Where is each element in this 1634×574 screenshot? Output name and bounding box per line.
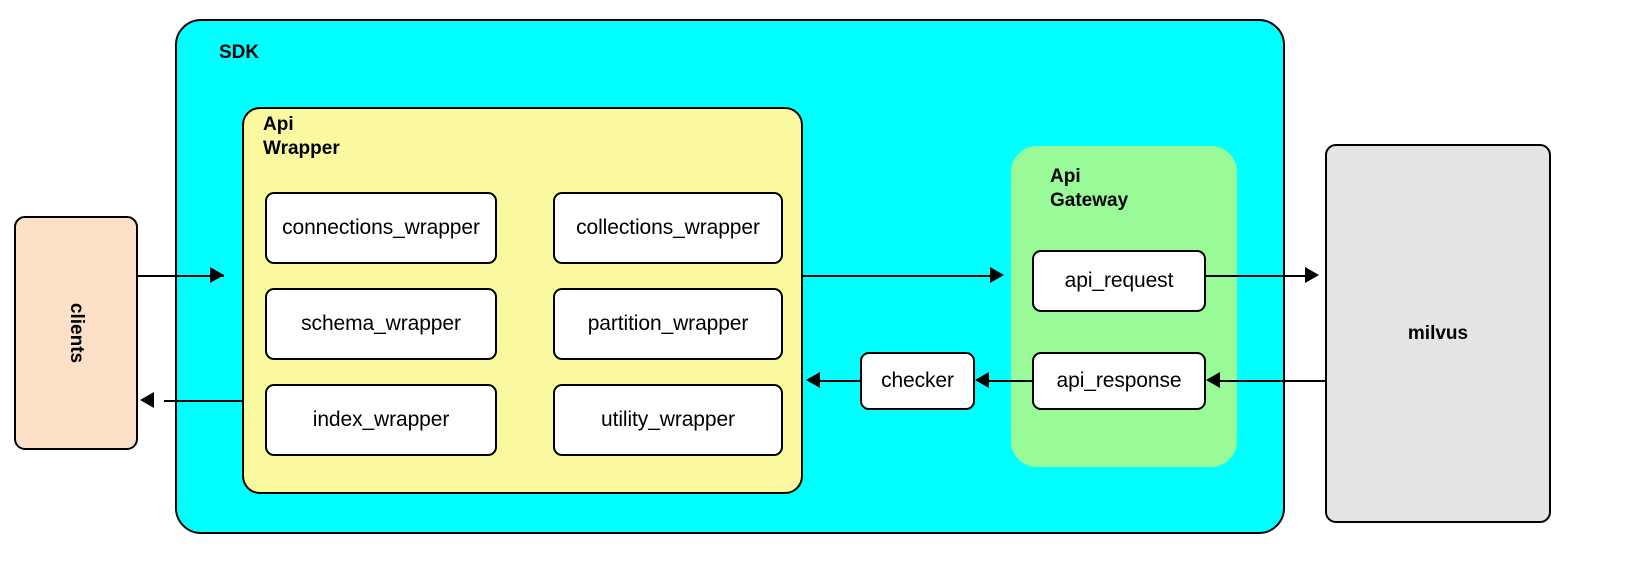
edge-wrapper-to-clients-arrowhead [140,392,154,408]
edge-response-to-checker-line [987,380,1032,382]
module-label: partition_wrapper [587,312,749,335]
edge-checker-to-wrapper-line [818,380,860,382]
api-request-label: api_request [1064,269,1174,292]
edge-milvus-to-response-line [1218,380,1325,382]
edge-clients-to-sdk-line [138,275,224,277]
module-label: connections_wrapper [282,216,480,239]
module-schema-wrapper[interactable]: schema_wrapper [265,288,497,360]
edge-clients-to-sdk-arrowhead [210,267,224,283]
module-connections-wrapper[interactable]: connections_wrapper [265,192,497,264]
api-response-label: api_response [1056,369,1182,392]
clients-label: clients [65,302,87,364]
edge-checker-to-wrapper-arrowhead [806,372,820,388]
edge-milvus-to-response-arrowhead [1206,372,1220,388]
milvus-label: milvus [1407,322,1469,344]
api-response-node[interactable]: api_response [1032,352,1206,410]
checker-label: checker [881,369,954,392]
api-request-node[interactable]: api_request [1032,250,1206,312]
edge-response-to-checker-arrowhead [975,372,989,388]
module-label: collections_wrapper [576,216,760,239]
module-collections-wrapper[interactable]: collections_wrapper [553,192,783,264]
checker-node[interactable]: checker [860,352,975,410]
edge-wrapper-to-gateway-arrowhead [990,267,1004,283]
edge-wrapper-to-gateway-line [802,275,998,277]
module-partition-wrapper[interactable]: partition_wrapper [553,288,783,360]
module-utility-wrapper[interactable]: utility_wrapper [553,384,783,456]
module-label: schema_wrapper [301,312,461,335]
milvus-node[interactable]: milvus [1325,144,1551,523]
module-index-wrapper[interactable]: index_wrapper [265,384,497,456]
module-label: utility_wrapper [601,408,735,431]
edge-request-to-milvus-arrowhead [1305,267,1319,283]
edge-request-to-milvus-line [1206,275,1311,277]
clients-node[interactable]: clients [14,216,138,450]
edge-wrapper-to-clients-line [164,400,242,402]
module-label: index_wrapper [312,408,450,431]
